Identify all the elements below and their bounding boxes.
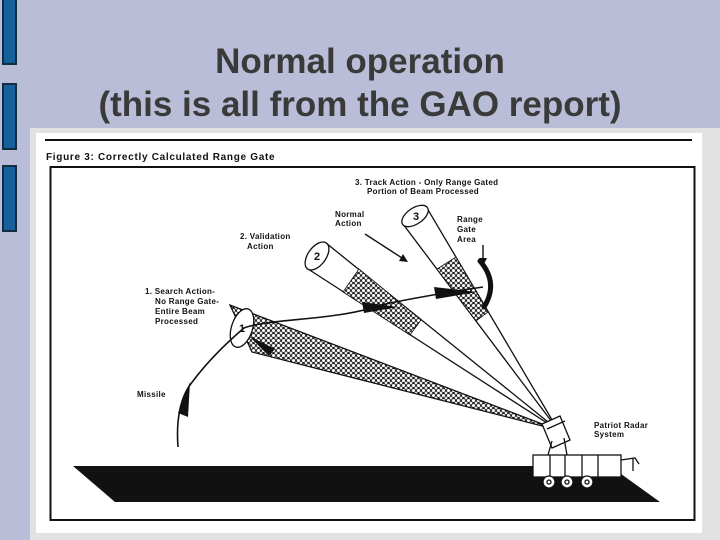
figure-header: Figure 3: Correctly Calculated Range Gat… [46, 152, 275, 163]
range-gate-label-line3: Area [457, 235, 476, 244]
search-label-line4: Processed [155, 317, 198, 326]
beam-2-range-gate-band [342, 268, 422, 336]
diagram-frame [49, 166, 696, 521]
accent-bar-2 [2, 83, 17, 150]
search-label-line2: No Range Gate- [155, 297, 219, 306]
missile-label: Missile [137, 390, 166, 399]
range-gate-pointer [477, 245, 493, 310]
beam-2-validation [304, 241, 559, 431]
range-gate-label-line1: Range [457, 215, 483, 224]
range-gate-label-line2: Gate [457, 225, 476, 234]
track-action-label-line2: Portion of Beam Processed [367, 187, 479, 196]
content-panel: Figure 3: Correctly Calculated Range Gat… [30, 128, 720, 540]
search-label-line3: Entire Beam [155, 307, 205, 316]
beam-1-search [228, 303, 559, 431]
missile-marker-beam3 [434, 287, 477, 299]
slide-title-line1: Normal operation [215, 42, 505, 81]
patriot-radar-label-line1: Patriot Radar [594, 421, 648, 430]
normal-action-label-line2: Action [335, 219, 362, 228]
range-gate-diagram: Figure 3: Correctly Calculated Range Gat… [45, 139, 696, 521]
missile-trajectory [176, 286, 484, 448]
validation-label-line2: Action [247, 242, 274, 251]
beam-2-number: 2 [314, 251, 320, 263]
track-action-label-line1: 3. Track Action - Only Range Gated [355, 178, 498, 187]
range-gate-bracket [477, 258, 493, 310]
beam-3-track [401, 204, 559, 431]
accent-bar-1 [2, 0, 17, 65]
normal-action-label-line1: Normal [335, 210, 364, 219]
patriot-radar-label-line2: System [594, 430, 624, 439]
ground-plane [73, 466, 660, 502]
radar-antenna-panel [541, 415, 571, 449]
beam-3-range-gate-band [436, 256, 489, 322]
beam-1-number: 1 [239, 323, 245, 335]
slide-title-line2: (this is all from the GAO report) [98, 85, 622, 124]
accent-bar-3 [2, 165, 17, 232]
beam-3-number: 3 [413, 211, 419, 223]
missile-markers [178, 287, 477, 417]
figure-panel: Figure 3: Correctly Calculated Range Gat… [36, 133, 702, 533]
slide-title: Normal operation (this is all from the G… [0, 40, 720, 126]
search-label-line1: 1. Search Action- [145, 287, 215, 296]
missile-marker-beam1 [249, 336, 275, 356]
validation-label-line1: 2. Validation [240, 232, 291, 241]
missile-marker-beam2 [362, 302, 398, 313]
normal-action-arrow [364, 233, 408, 262]
figure-labels: 3. Track Action - Only Range Gated Porti… [137, 178, 648, 439]
patriot-radar-truck [529, 415, 640, 491]
missile-marker-launch [178, 382, 190, 417]
